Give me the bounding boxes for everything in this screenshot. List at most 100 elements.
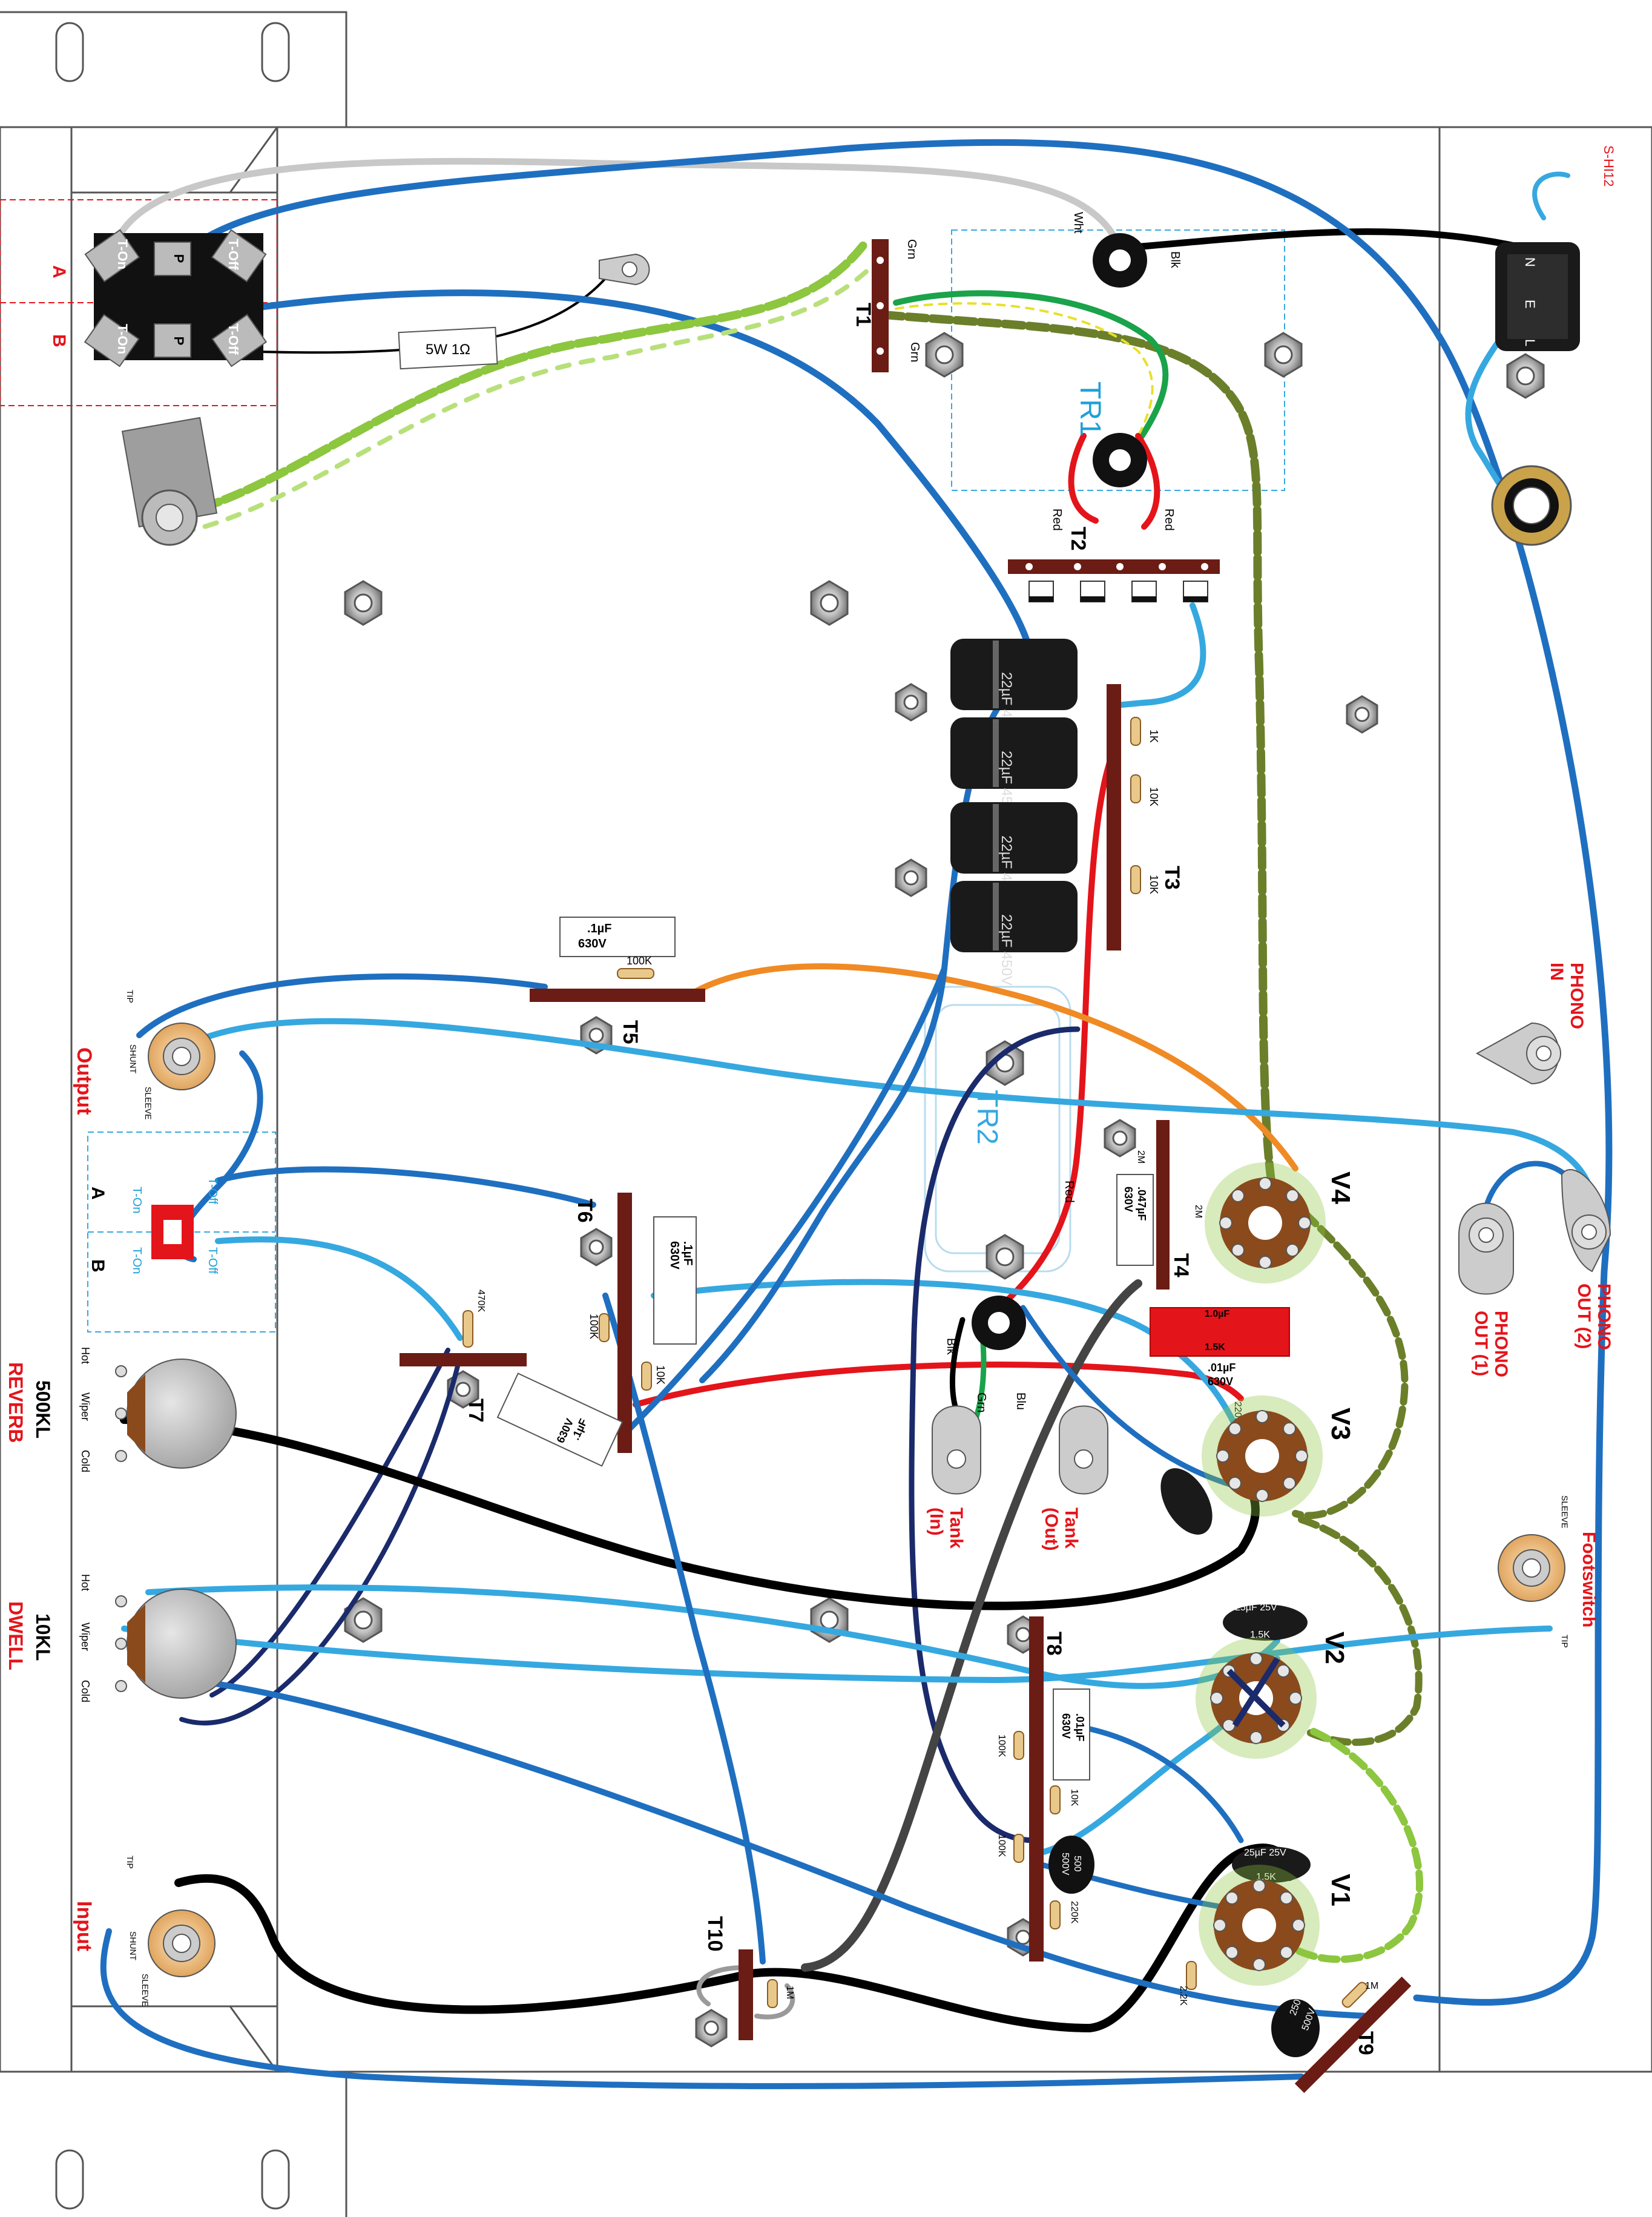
jack-pin: TIP [125, 1856, 135, 1869]
terminal-strip-t8: .01µF 630V 100K 10K 100K 220K 500 500V [996, 1616, 1094, 1962]
pot-pin: Cold [79, 1450, 91, 1472]
svg-text:500V: 500V [1060, 1853, 1070, 1876]
nut-icon [810, 580, 849, 626]
svg-text:22µF 450V: 22µF 450V [998, 914, 1015, 986]
svg-text:630V: 630V [1060, 1713, 1072, 1739]
wire-label: Blk [944, 1338, 958, 1356]
nut-icon [1506, 353, 1545, 399]
switch-pin-label: P [171, 337, 186, 346]
wire-label: Blu [1014, 1392, 1027, 1410]
tube-socket-v2 [1196, 1638, 1317, 1759]
wire-blue [215, 1166, 596, 1208]
switch-row-a: A [88, 1187, 108, 1200]
wire-green [893, 290, 1169, 463]
svg-text:630V: 630V [578, 937, 607, 950]
svg-text:1M: 1M [1365, 1981, 1378, 1991]
svg-text:.01µF: .01µF [1074, 1713, 1086, 1741]
switch-pin-label: T-On [115, 324, 130, 354]
phono-out1-jack[interactable] [1458, 1202, 1514, 1295]
wire-label: Wht [1071, 212, 1085, 234]
wire-red [1135, 433, 1160, 530]
switch-pin-label: T-Off [206, 1247, 219, 1274]
wire-blue [148, 1674, 1371, 2019]
footswitch-jack[interactable] [1498, 1534, 1565, 1602]
wire-lightblue [145, 1584, 1280, 1689]
phono-out2-jack[interactable] [1561, 1169, 1611, 1273]
tube-label: V1 [1326, 1874, 1355, 1906]
svg-text:25µF 25V: 25µF 25V [1244, 1848, 1286, 1858]
wire-green-light [1292, 1728, 1423, 1963]
switch-row-b: B [49, 334, 69, 348]
strip-label-t6: T6 [573, 1199, 596, 1223]
svg-text:.1µF: .1µF [587, 922, 611, 935]
transformer-label-tr2: TR2 [971, 1090, 1003, 1145]
svg-text:100K: 100K [627, 955, 652, 967]
svg-text:100K: 100K [588, 1314, 600, 1339]
wire-lightblue [215, 1236, 463, 1341]
switch-row-a: A [49, 265, 69, 278]
svg-text:25µF 25V: 25µF 25V [1235, 1603, 1277, 1613]
jack-pin: TIP [125, 990, 135, 1003]
fuse-label: S-HI12 [1601, 145, 1616, 186]
pot-value: 500KL [32, 1380, 54, 1438]
tank-out-jack[interactable] [1059, 1405, 1108, 1495]
dwell-pot[interactable] [115, 1589, 237, 1699]
switch-pin-label: T-Off [226, 323, 241, 355]
tube-socket-v3 [1202, 1395, 1323, 1517]
wire-blue [136, 973, 548, 1038]
wire-green-dark [880, 311, 1275, 1185]
terminal-strip-t10: 1M [739, 1949, 795, 2040]
switch-mid[interactable] [151, 1205, 194, 1259]
wire-label: Red [1062, 1181, 1076, 1203]
wire-black [949, 1317, 966, 1414]
iec-inlet[interactable] [1495, 242, 1580, 351]
fuse-holder[interactable] [1491, 465, 1572, 546]
switch-top[interactable] [84, 229, 268, 367]
input-jack[interactable] [148, 1909, 216, 1977]
jack-pin: TIP [1560, 1635, 1570, 1648]
svg-text:10K: 10K [654, 1365, 666, 1385]
pot-name: DWELL [5, 1601, 27, 1670]
jack-label-tank-out: Tank(Out) [1041, 1507, 1081, 1551]
phono-in-jack[interactable] [1475, 1022, 1561, 1085]
iec-pin-e: E [1522, 300, 1538, 309]
wire-red [633, 1362, 1244, 1408]
pot-pin: Hot [79, 1574, 91, 1591]
svg-text:1M: 1M [785, 1986, 795, 1999]
svg-text:10K: 10K [1148, 787, 1160, 806]
tank-in-jack[interactable] [932, 1405, 981, 1495]
wire-charcoal [801, 1279, 1142, 1972]
reverb-pot[interactable] [115, 1359, 237, 1469]
svg-text:100K: 100K [996, 1834, 1007, 1857]
terminal-strip-t4: .047µF 630V 2M 2M [1116, 1120, 1203, 1290]
nut-icon [986, 1234, 1024, 1280]
wire-blue [627, 966, 947, 1432]
wire-black [1116, 228, 1529, 252]
jack-label-output: Output [73, 1047, 96, 1115]
strip-label-t10: T10 [703, 1916, 726, 1952]
wires [100, 139, 1613, 2089]
wire-lightblue [160, 1018, 1597, 1238]
jack-label-phono-in: PHONOIN [1547, 963, 1587, 1029]
pot-pin: Wiper [79, 1622, 91, 1651]
pilot-lamp [121, 417, 218, 546]
terminal-strip-t9: 250 500V 1M [1271, 1976, 1412, 2093]
wire-label: Grn [975, 1392, 988, 1412]
resistor-5w: 5W 1Ω [398, 326, 498, 370]
output-jack[interactable] [148, 1023, 216, 1090]
wire-label: Red [1162, 509, 1176, 531]
strip-label-t8: T8 [1042, 1632, 1065, 1656]
wire-green-light [179, 252, 886, 535]
wire-lightblue [121, 1626, 1553, 1683]
strip-label-t9: T9 [1354, 2031, 1377, 2055]
nut-icon [895, 858, 927, 897]
filter-cap: 22µF 450V [950, 639, 1078, 743]
wire-label: Grn [905, 239, 918, 259]
svg-text:.01µF: .01µF [1208, 1362, 1236, 1374]
wire-lightblue [1111, 602, 1206, 708]
switch-top-labels: T-On P T-Off T-On P T-Off [115, 239, 241, 355]
wire-navy [179, 1354, 462, 1726]
chassis [0, 11, 1652, 2217]
svg-text:630V: 630V [668, 1241, 681, 1270]
